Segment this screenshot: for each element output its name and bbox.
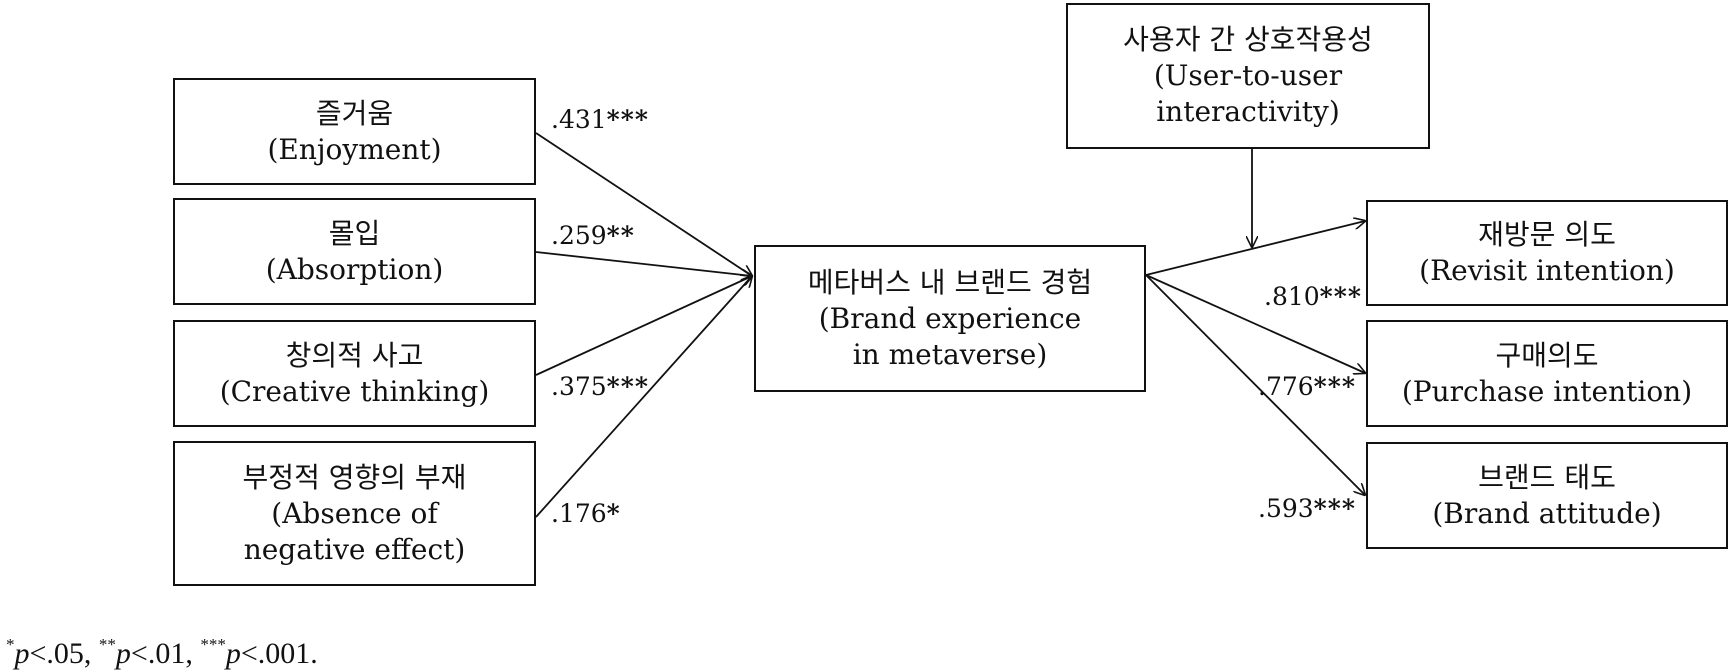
coefficient-absence-value: .176 <box>551 499 607 528</box>
coefficient-purchase-value: .776 <box>1258 372 1314 401</box>
coefficient-absence: .176* <box>551 500 621 528</box>
arrow-absence-to-brand-experience <box>535 276 752 518</box>
significance-note: *p<.05, **p<.01, ***p<.001. <box>6 628 318 671</box>
note-star-2: ** <box>98 635 116 654</box>
interactivity-label-en-2: interactivity) <box>1156 95 1340 128</box>
box-enjoyment: 즐거움 (Enjoyment) <box>173 78 536 185</box>
attitude-label-en: (Brand attitude) <box>1432 496 1662 530</box>
box-absorption: 몰입 (Absorption) <box>173 198 536 305</box>
note-p-2: p <box>115 637 131 670</box>
arrow-enjoyment-to-brand-experience <box>535 132 752 276</box>
coefficient-attitude-value: .593 <box>1258 494 1314 523</box>
coefficient-revisit-value: .810 <box>1264 282 1320 311</box>
brand-experience-label-en-2: in metaverse) <box>852 337 1048 371</box>
note-p-1: p <box>14 637 30 670</box>
arrow-brand-experience-to-attitude <box>1145 274 1365 495</box>
brand-experience-label-en-1: (Brand experience <box>818 301 1082 335</box>
note-threshold-1: <.05, <box>29 637 99 670</box>
coefficient-enjoyment: .431*** <box>551 106 649 134</box>
enjoyment-label-en: (Enjoyment) <box>267 132 442 166</box>
absence-label-en-1: (Absence of <box>271 496 438 530</box>
coefficient-purchase: .776*** <box>1258 373 1356 401</box>
absorption-label-en: (Absorption) <box>265 252 444 286</box>
interactivity-label-en-1: (User-to-user <box>1153 59 1343 92</box>
arrow-absorption-to-brand-experience <box>535 251 752 276</box>
note-threshold-2: <.01, <box>130 637 201 670</box>
arrow-brand-experience-to-purchase <box>1145 274 1365 373</box>
absorption-label-ko: 몰입 <box>328 216 381 250</box>
coefficient-absorption-value: .259 <box>551 221 607 250</box>
purchase-label-ko: 구매의도 <box>1495 338 1599 372</box>
brand-experience-label-ko: 메타버스 내 브랜드 경험 <box>807 265 1093 299</box>
attitude-label-ko: 브랜드 태도 <box>1478 460 1616 494</box>
box-purchase-intention: 구매의도 (Purchase intention) <box>1366 320 1728 427</box>
box-user-interactivity: 사용자 간 상호작용성 (User-to-user interactivity) <box>1066 3 1430 149</box>
coefficient-attitude-stars: *** <box>1313 494 1356 523</box>
arrow-brand-experience-to-revisit <box>1145 221 1365 276</box>
revisit-label-ko: 재방문 의도 <box>1478 218 1616 251</box>
absence-label-en-2: negative effect) <box>243 532 466 566</box>
box-revisit-intention: 재방문 의도 (Revisit intention) <box>1366 200 1728 306</box>
coefficient-creative: .375*** <box>551 373 649 401</box>
box-absence-negative-effect: 부정적 영향의 부재 (Absence of negative effect) <box>173 441 536 586</box>
coefficient-enjoyment-stars: *** <box>606 105 649 134</box>
note-star-1: * <box>6 635 15 654</box>
coefficient-attitude: .593*** <box>1258 495 1356 523</box>
arrow-creative-to-brand-experience <box>535 276 752 376</box>
coefficient-revisit-stars: *** <box>1319 282 1362 311</box>
coefficient-creative-value: .375 <box>551 372 607 401</box>
revisit-label-en: (Revisit intention) <box>1419 254 1675 287</box>
note-star-3: *** <box>200 635 226 654</box>
enjoyment-label-ko: 즐거움 <box>315 96 394 130</box>
purchase-label-en: (Purchase intention) <box>1401 374 1693 408</box>
box-creative-thinking: 창의적 사고 (Creative thinking) <box>173 320 536 427</box>
coefficient-absorption-stars: ** <box>606 221 635 250</box>
note-threshold-3: <.001. <box>240 637 318 670</box>
box-brand-attitude: 브랜드 태도 (Brand attitude) <box>1366 442 1728 549</box>
coefficient-enjoyment-value: .431 <box>551 105 607 134</box>
creative-label-en: (Creative thinking) <box>219 374 490 408</box>
coefficient-absorption: .259** <box>551 222 635 250</box>
coefficient-creative-stars: *** <box>606 372 649 401</box>
note-p-3: p <box>225 637 241 670</box>
coefficient-absence-stars: * <box>606 499 621 528</box>
coefficient-purchase-stars: *** <box>1313 372 1356 401</box>
creative-label-ko: 창의적 사고 <box>285 338 424 372</box>
absence-label-ko: 부정적 영향의 부재 <box>242 460 467 494</box>
coefficient-revisit: .810*** <box>1264 283 1362 311</box>
box-brand-experience: 메타버스 내 브랜드 경험 (Brand experience in metav… <box>754 245 1146 392</box>
interactivity-label-ko: 사용자 간 상호작용성 <box>1123 23 1373 56</box>
